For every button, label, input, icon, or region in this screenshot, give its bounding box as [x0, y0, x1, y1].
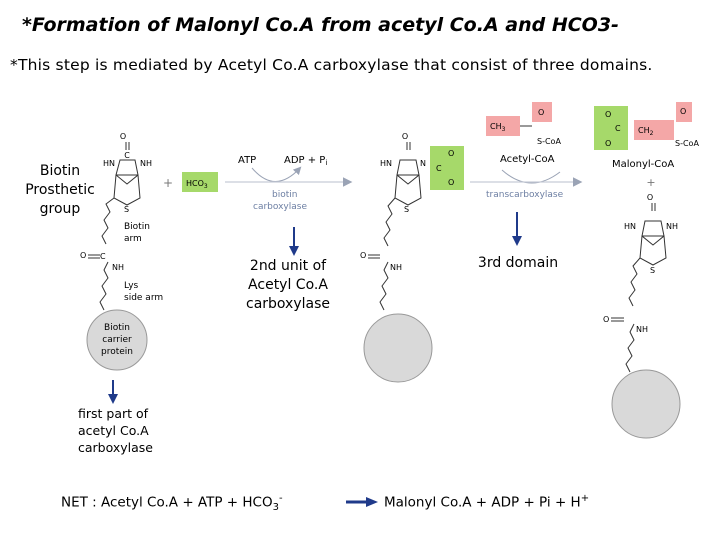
- svg-text:S-CoA: S-CoA: [537, 137, 561, 146]
- slide-subtitle: *This step is mediated by Acetyl Co.A ca…: [10, 56, 653, 74]
- transcarboxylase-caption: transcarboxylase: [486, 190, 564, 200]
- biotin-carrier-protein-circle: [86, 309, 148, 371]
- second-unit-label: 2nd unit of Acetyl Co.A carboxylase: [246, 258, 330, 312]
- biotin-panel-2: O HN N S O C O O NH: [360, 132, 464, 383]
- hco3-box: HCO3: [182, 172, 218, 192]
- svg-text:C: C: [615, 124, 621, 133]
- svg-text:O: O: [402, 132, 408, 141]
- biotin-panel-1: O C HN NH S Biotin arm O C NH Lys side a…: [80, 132, 163, 371]
- svg-text:NH: NH: [112, 263, 124, 272]
- svg-text:protein: protein: [101, 347, 133, 357]
- svg-text:O: O: [80, 251, 86, 260]
- svg-text:C: C: [436, 164, 442, 173]
- svg-text:CH3: CH3: [490, 122, 506, 133]
- malonyl-coa-structure: O C O CH2 O S-CoA Malonyl-CoA +: [594, 102, 699, 189]
- svg-text:ATP: ATP: [238, 155, 256, 166]
- malonyl-coa-label: Malonyl-CoA: [612, 159, 674, 170]
- svg-text:S: S: [650, 266, 655, 275]
- acetyl-coa-box: CH3 O S-CoA Acetyl-CoA transcarboxylase: [470, 102, 583, 200]
- svg-text:+: +: [646, 176, 655, 189]
- svg-text:carrier: carrier: [102, 335, 132, 345]
- svg-text:carboxylase: carboxylase: [253, 202, 307, 212]
- biotin-carboxylase-caption: biotin: [272, 190, 297, 200]
- svg-text:S: S: [124, 205, 129, 214]
- third-domain-label: 3rd domain: [477, 255, 559, 271]
- svg-text:Biotin: Biotin: [104, 323, 130, 333]
- biotin-carboxylase-step: ATP ADP + Pi biotin carboxylase: [225, 155, 353, 212]
- svg-text:NH: NH: [390, 263, 402, 272]
- svg-text:O: O: [680, 107, 686, 116]
- svg-text:O: O: [448, 178, 454, 187]
- net-reaction-left: NET : Acetyl Co.A + ATP + HCO3-: [61, 493, 283, 514]
- svg-text:O: O: [448, 149, 454, 158]
- svg-text:O: O: [605, 110, 611, 119]
- carrier-circle-3: [611, 369, 681, 439]
- svg-text:O: O: [605, 139, 611, 148]
- svg-text:C: C: [100, 252, 106, 261]
- svg-text:HN: HN: [103, 159, 115, 168]
- svg-text:O: O: [603, 315, 609, 324]
- svg-text:HCO3: HCO3: [186, 179, 208, 190]
- svg-text:HN: HN: [624, 222, 636, 231]
- svg-text:S-CoA: S-CoA: [675, 139, 699, 148]
- svg-text:O: O: [647, 193, 653, 202]
- svg-text:NH: NH: [636, 325, 648, 334]
- svg-text:O: O: [538, 108, 544, 117]
- svg-text:S: S: [404, 205, 409, 214]
- biotin-panel-3: O HN NH S O NH: [603, 193, 681, 439]
- o-top-1: O: [120, 132, 126, 141]
- biotin-prosthetic-group-label: Biotin Prosthetic group: [25, 163, 95, 217]
- svg-text:ADP + Pi: ADP + Pi: [284, 155, 327, 167]
- acetyl-coa-label: Acetyl-CoA: [500, 154, 555, 165]
- svg-text:CH2: CH2: [638, 126, 654, 137]
- net-reaction-right: Malonyl Co.A + ADP + Pi + H+: [384, 493, 590, 511]
- svg-text:O: O: [360, 251, 366, 260]
- svg-text:side arm: side arm: [124, 293, 163, 303]
- plus-sign-1: +: [163, 176, 173, 190]
- slide-title: *Formation of Malonyl Co.A from acetyl C…: [22, 14, 619, 36]
- carrier-circle-2: [363, 313, 433, 383]
- biotin-arm-label: Biotin: [124, 222, 150, 232]
- svg-text:NH: NH: [666, 222, 678, 231]
- svg-text:C: C: [124, 151, 130, 160]
- first-part-label: first part of acetyl Co.A carboxylase: [78, 406, 153, 455]
- carboxyl-green-box: [430, 146, 464, 190]
- svg-text:HN: HN: [380, 159, 392, 168]
- lys-side-arm-label: Lys: [124, 281, 139, 291]
- svg-text:N: N: [420, 159, 426, 168]
- pointer-arrows: [108, 212, 522, 507]
- svg-text:arm: arm: [124, 234, 142, 244]
- svg-text:NH: NH: [140, 159, 152, 168]
